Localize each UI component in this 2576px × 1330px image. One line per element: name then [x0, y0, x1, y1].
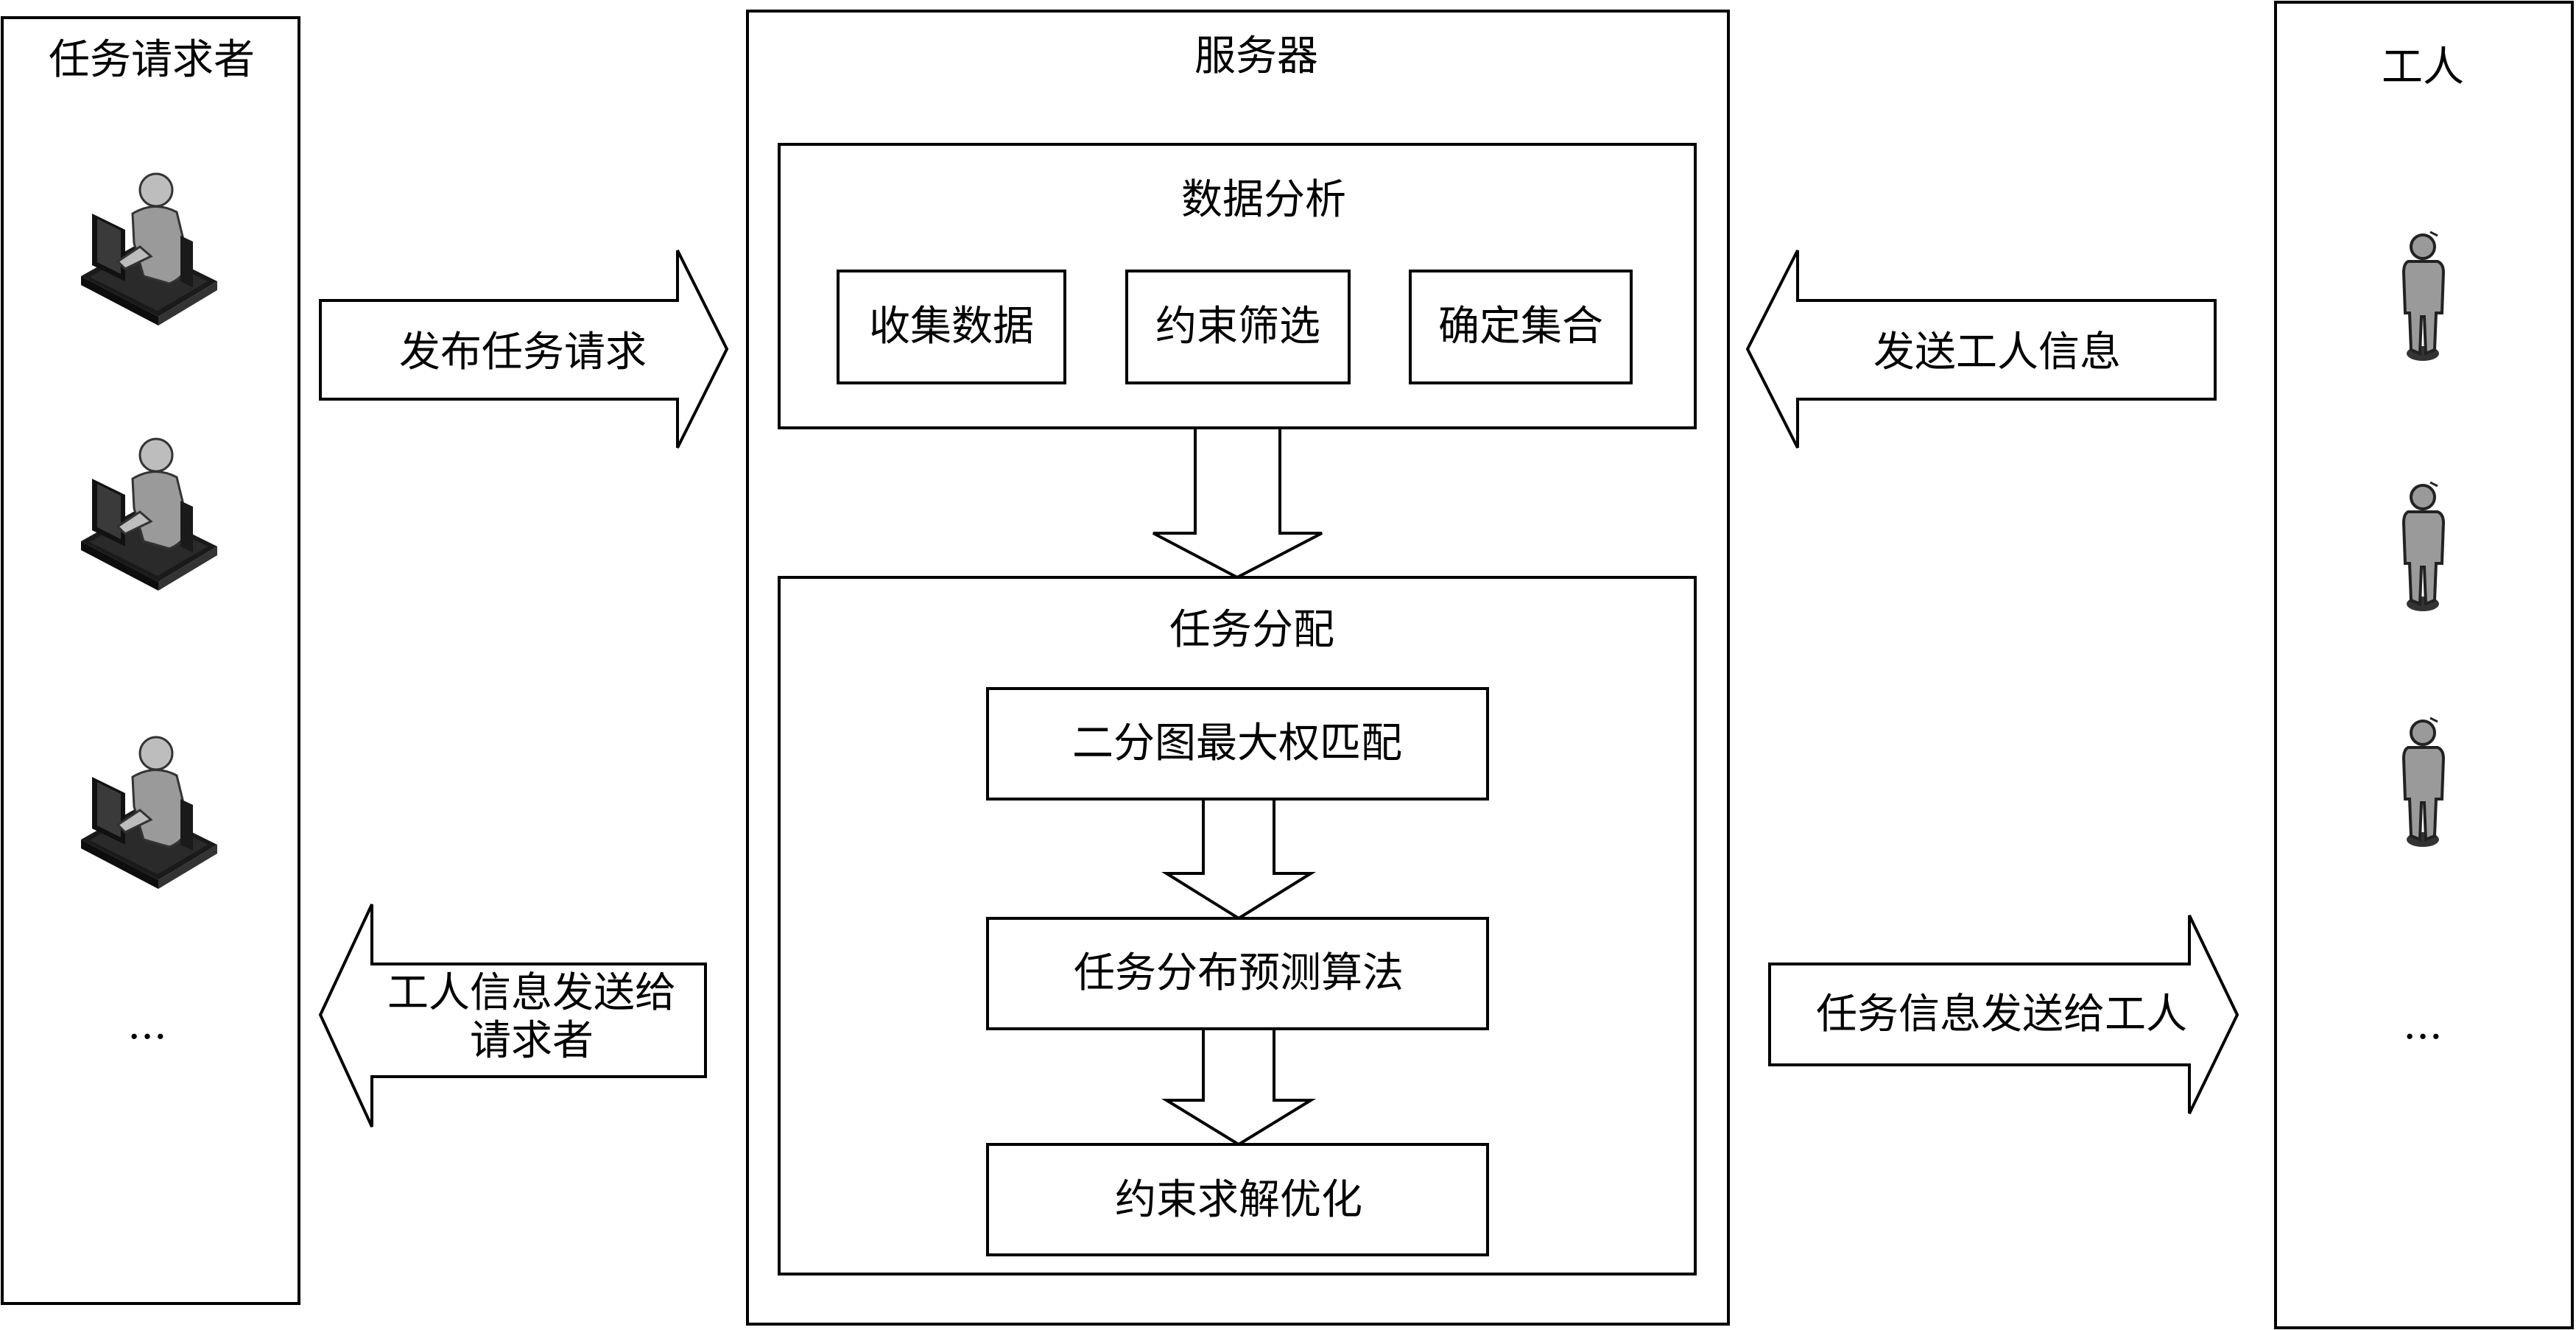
constraint-optimization-label: 约束求解优化: [1115, 1176, 1362, 1224]
bipartite-matching-box: [986, 687, 1489, 801]
analysis-title: 数据分析: [1181, 176, 1346, 224]
task-info-to-worker-arrow: [1768, 915, 2239, 1114]
bipartite-matching-label: 二分图最大权匹配: [1072, 719, 1402, 767]
worker-ellipsis: ...: [2403, 1001, 2442, 1049]
prediction-to-optimization-arrow: [1161, 1027, 1317, 1147]
publish-request-arrow: [319, 250, 729, 448]
worker-title: 工人: [2382, 43, 2464, 91]
determine-set-label: 确定集合: [1438, 303, 1603, 351]
worker-info-to-requester-label-line2: 请求者: [470, 1017, 594, 1065]
determine-set-box: [1409, 270, 1633, 384]
publish-request-label: 发布任务请求: [399, 328, 647, 376]
collect-data-label: 收集数据: [869, 303, 1034, 351]
distribution-prediction-box: [986, 917, 1489, 1030]
send-worker-info-arrow: [1745, 250, 2217, 448]
constraint-filter-box: [1125, 270, 1351, 384]
worker-info-to-requester-label-line1: 工人信息发送给: [387, 969, 676, 1017]
constraint-filter-label: 约束筛选: [1155, 303, 1320, 351]
constraint-optimization-box: [986, 1143, 1489, 1256]
requester-title: 任务请求者: [49, 36, 255, 84]
task-info-to-worker-label: 任务信息发送给工人: [1816, 991, 2187, 1038]
send-worker-info-label: 发送工人信息: [1873, 328, 2121, 376]
worker-info-to-requester-arrow: [318, 904, 707, 1127]
distribution-prediction-label: 任务分布预测算法: [1074, 949, 1404, 997]
requester-ellipsis: ...: [127, 1001, 166, 1049]
analysis-to-allocation-arrow: [1152, 426, 1323, 580]
collect-data-box: [837, 270, 1066, 384]
allocation-title: 任务分配: [1169, 606, 1334, 654]
matching-to-prediction-arrow: [1161, 798, 1316, 921]
worker-panel: [2274, 1, 2574, 1329]
server-title: 服务器: [1194, 32, 1318, 80]
